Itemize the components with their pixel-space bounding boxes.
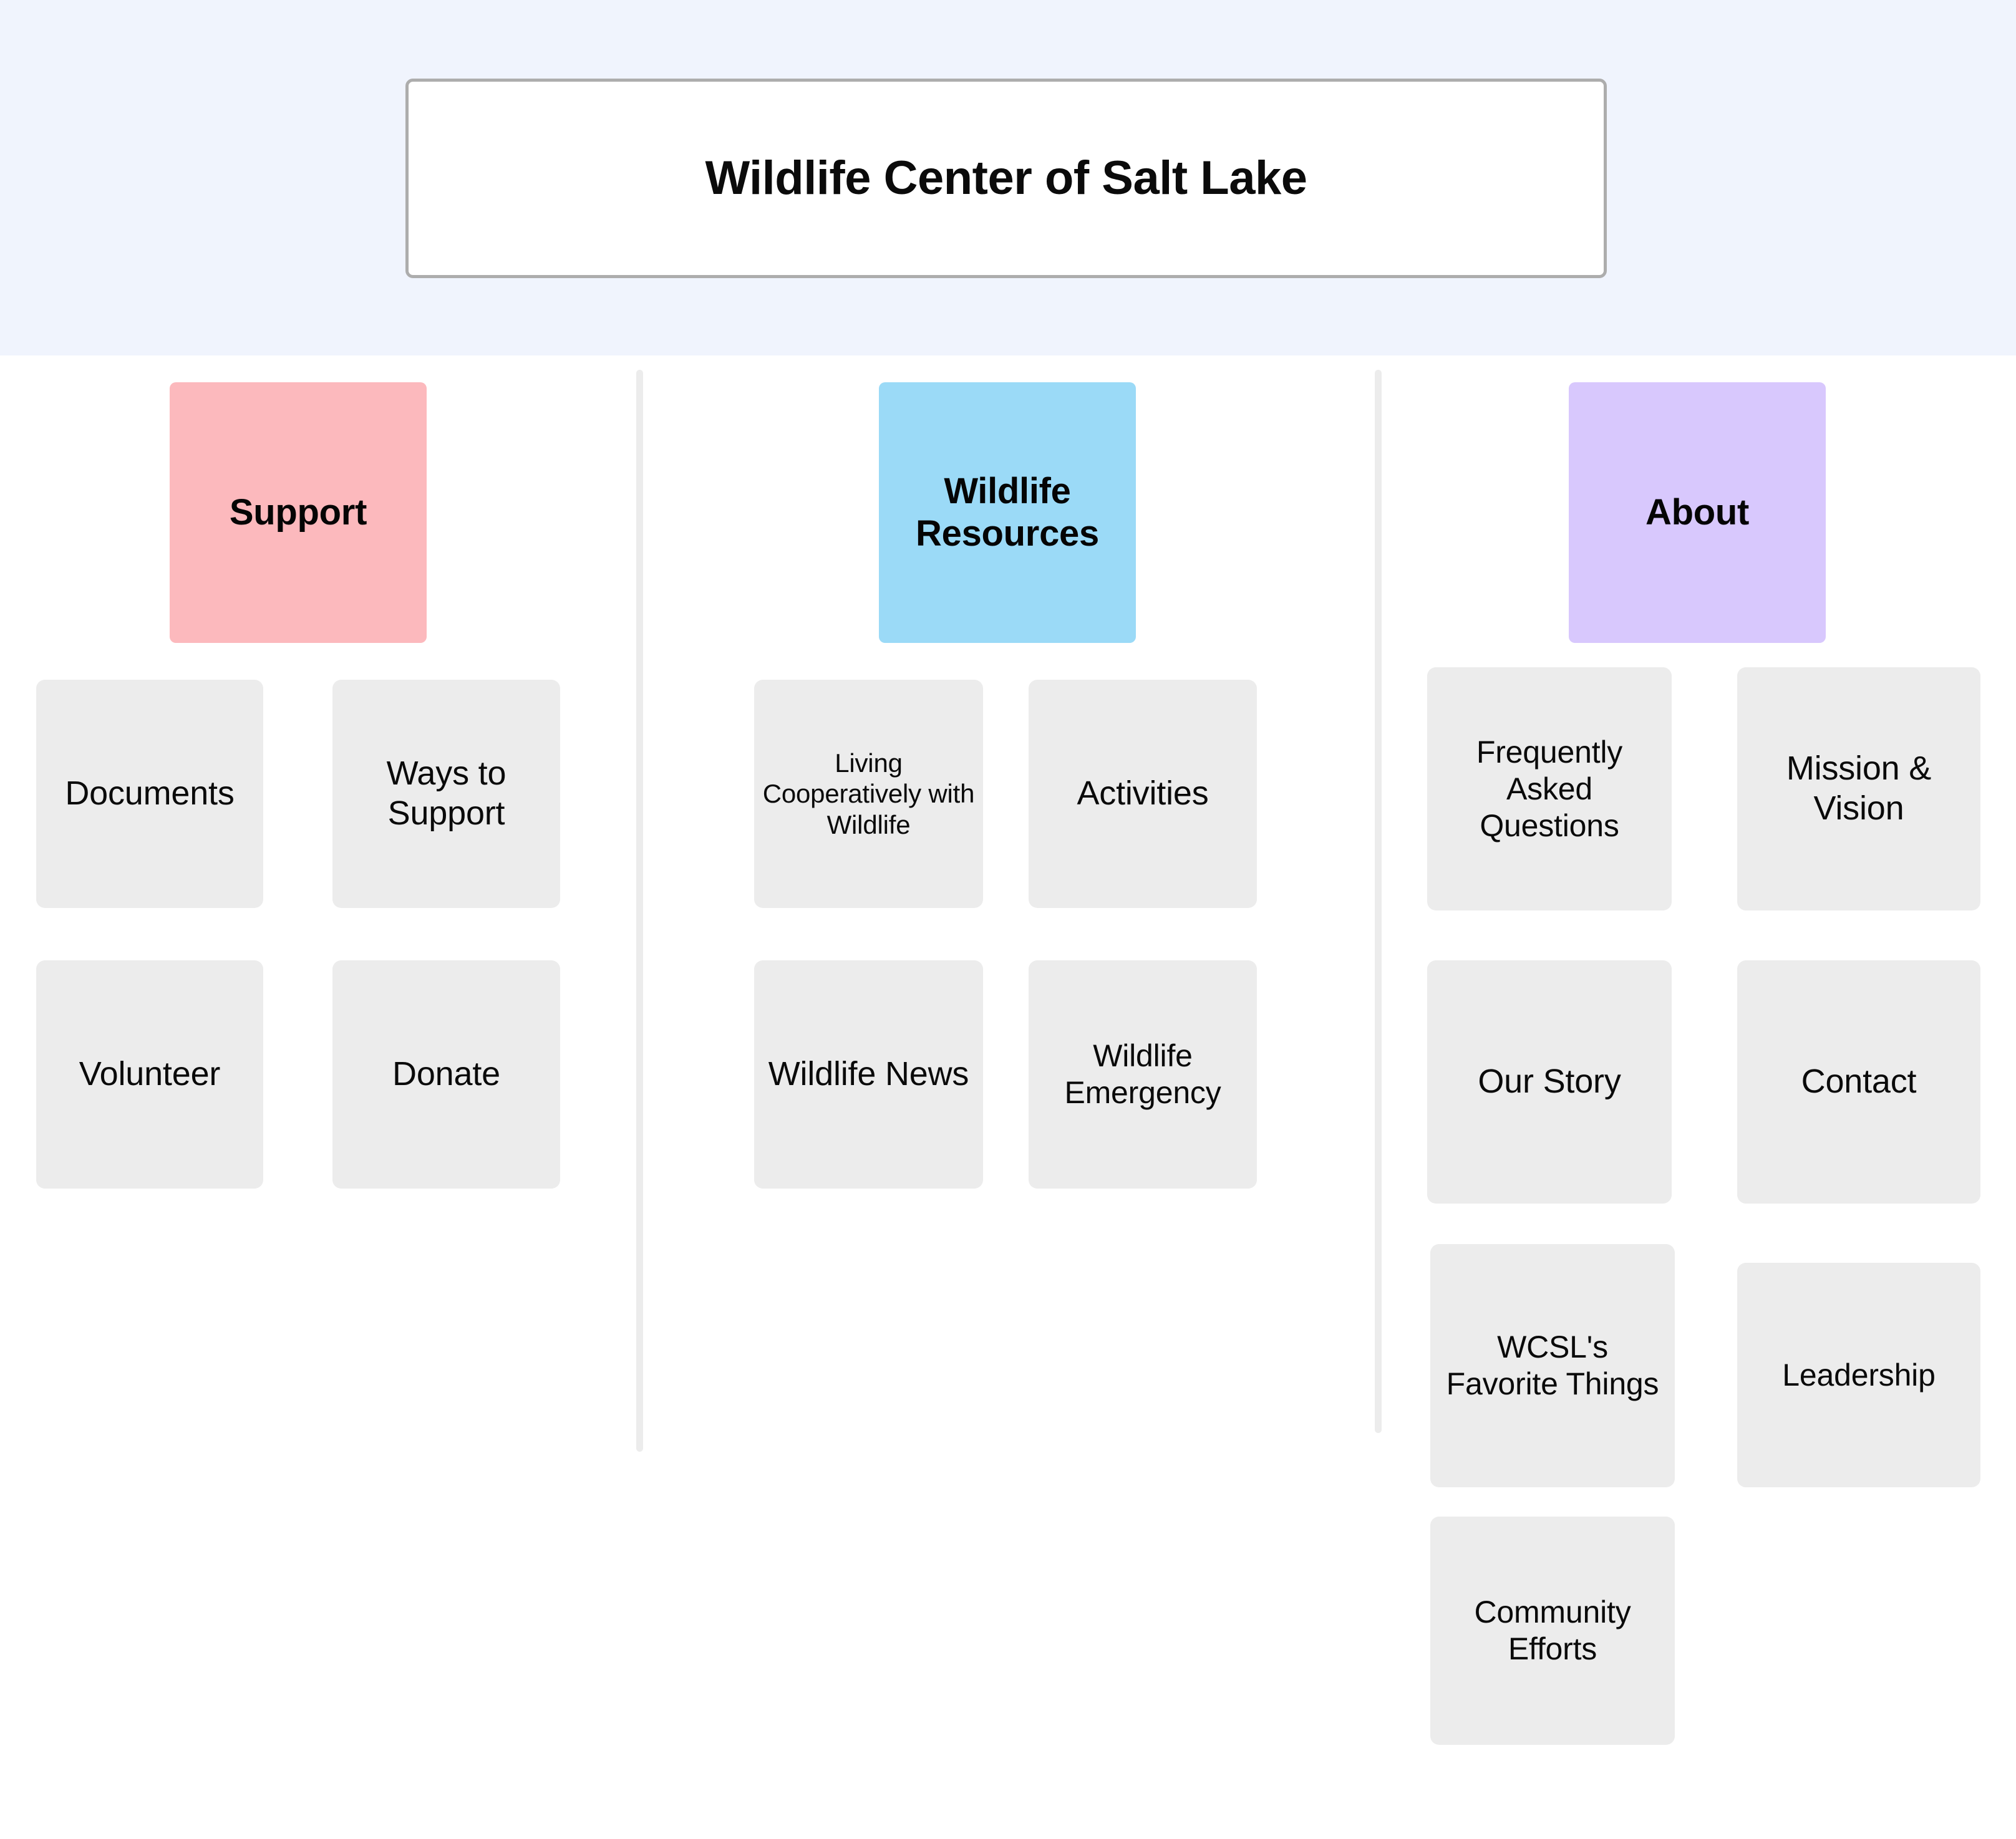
category-header-wildlife-resources[interactable]: Wildlife Resources [879, 382, 1136, 643]
card-wildlife-emergency[interactable]: Wildlife Emergency [1029, 960, 1257, 1189]
card-contact[interactable]: Contact [1737, 960, 1980, 1204]
card-wildlife-news[interactable]: Wildlife News [754, 960, 983, 1189]
card-donate[interactable]: Donate [332, 960, 560, 1189]
category-header-support[interactable]: Support [170, 382, 427, 643]
card-label: Documents [65, 775, 235, 813]
card-volunteer[interactable]: Volunteer [36, 960, 263, 1189]
card-label: Volunteer [79, 1055, 221, 1093]
card-wcsl-favorite-things[interactable]: WCSL's Favorite Things [1430, 1244, 1675, 1487]
card-activities[interactable]: Activities [1029, 680, 1257, 908]
category-header-label: Support [229, 491, 367, 533]
card-label: Leadership [1782, 1357, 1936, 1393]
header-band: Wildlife Center of Salt Lake [0, 0, 2016, 355]
sitemap-columns: Support Documents Ways to Support Volunt… [0, 355, 2016, 1839]
column-divider-1 [636, 370, 643, 1452]
card-label: Wildlife News [768, 1055, 969, 1093]
card-label: Frequently Asked Questions [1476, 734, 1623, 843]
card-label: Activities [1077, 775, 1209, 813]
card-label: Community Efforts [1474, 1595, 1631, 1666]
card-our-story[interactable]: Our Story [1427, 960, 1672, 1204]
card-label: Our Story [1478, 1063, 1621, 1101]
category-header-label: About [1645, 491, 1749, 533]
card-leadership[interactable]: Leadership [1737, 1263, 1980, 1487]
page-title: Wildlife Center of Salt Lake [705, 152, 1307, 205]
card-label: Living Cooperatively with Wildlife [762, 748, 975, 839]
card-label: Wildlife Emergency [1064, 1038, 1221, 1110]
card-mission-and-vision[interactable]: Mission & Vision [1737, 667, 1980, 910]
category-header-about[interactable]: About [1569, 382, 1826, 643]
card-community-efforts[interactable]: Community Efforts [1430, 1517, 1675, 1745]
card-frequently-asked-questions[interactable]: Frequently Asked Questions [1427, 667, 1672, 910]
card-label: Contact [1801, 1063, 1917, 1101]
card-documents[interactable]: Documents [36, 680, 263, 908]
card-label: Donate [392, 1055, 500, 1093]
column-divider-2 [1375, 370, 1382, 1433]
category-header-label: Wildlife Resources [916, 470, 1099, 554]
card-label: Mission & Vision [1786, 750, 1932, 827]
card-living-cooperatively-with-wildlife[interactable]: Living Cooperatively with Wildlife [754, 680, 983, 908]
card-label: Ways to Support [386, 755, 506, 832]
card-ways-to-support[interactable]: Ways to Support [332, 680, 560, 908]
site-title-box: Wildlife Center of Salt Lake [405, 79, 1607, 278]
card-label: WCSL's Favorite Things [1446, 1330, 1659, 1401]
